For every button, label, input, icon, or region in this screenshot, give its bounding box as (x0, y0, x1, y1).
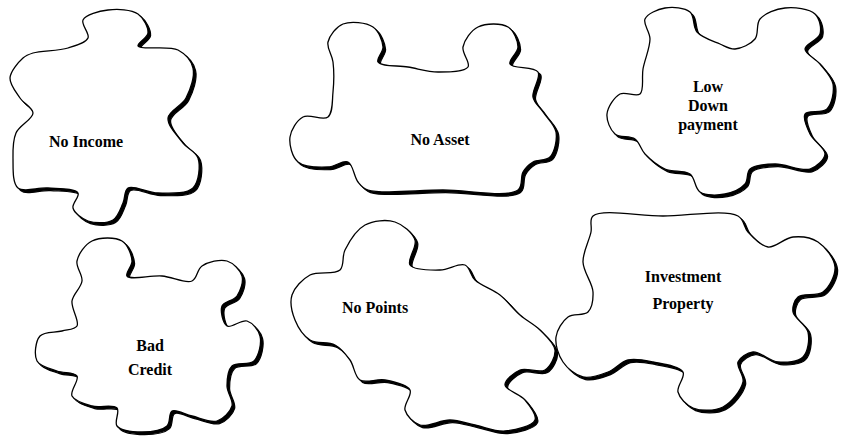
puzzle-piece: Low Down payment (605, 4, 839, 196)
puzzle-outline (8, 8, 208, 224)
piece-label: Investment Property (638, 263, 728, 317)
piece-edge (35, 238, 260, 432)
puzzle-piece: Investment Property (553, 212, 837, 412)
piece-label: Bad Credit (120, 334, 180, 382)
puzzle-piece: No Income (8, 8, 208, 224)
puzzle-piece: No Asset (288, 22, 558, 194)
piece-edge (291, 221, 555, 432)
piece-label: No Income (49, 132, 123, 152)
piece-edge (290, 22, 557, 193)
puzzle-outline (290, 220, 568, 434)
puzzle-piece: No Points (290, 220, 568, 434)
puzzle-piece: Bad Credit (32, 236, 262, 436)
piece-edge (10, 9, 199, 222)
piece-label: Low Down payment (673, 77, 743, 134)
piece-label: No Points (342, 298, 408, 318)
piece-edge (556, 213, 835, 411)
puzzle-outline (32, 236, 262, 436)
piece-label: No Asset (410, 130, 469, 150)
puzzle-outline (288, 22, 558, 194)
piece-edge (607, 7, 833, 195)
